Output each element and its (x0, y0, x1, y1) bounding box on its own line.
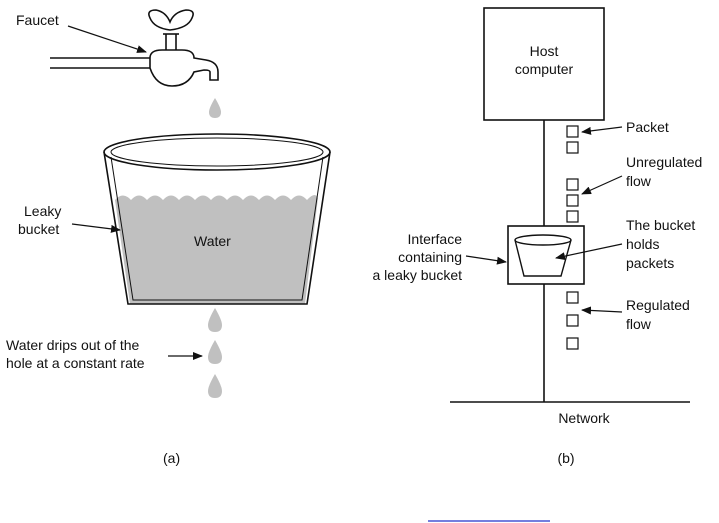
interface-arrow (466, 256, 506, 262)
bucket-label-line2: bucket (18, 221, 59, 237)
regulated-label-line2: flow (626, 316, 652, 332)
packet (567, 126, 578, 137)
packet (567, 315, 578, 326)
bucket-holds-line2: holds (626, 236, 659, 252)
caption-b: (b) (557, 450, 574, 466)
packet (567, 195, 578, 206)
unregulated-label-line1: Unregulated (626, 154, 702, 170)
packet-arrow (582, 127, 622, 132)
unregulated-arrow (582, 176, 622, 194)
interface-label-line1: Interface (408, 231, 463, 247)
interface-label-line2: containing (398, 249, 462, 265)
faucet-arrow (68, 26, 146, 52)
drip-label-line2: hole at a constant rate (6, 355, 145, 371)
interface-label-line3: a leaky bucket (373, 267, 463, 283)
unregulated-label-line2: flow (626, 173, 652, 189)
drip-label-line1: Water drips out of the (6, 337, 140, 353)
bucket-holds-line1: The bucket (626, 217, 695, 233)
water-fill (115, 195, 318, 304)
packet (567, 142, 578, 153)
panel-b: Host computer Network Packet U (373, 8, 703, 466)
water-drop-falling (209, 98, 221, 118)
packet (567, 211, 578, 222)
bucket-label-line1: Leaky (24, 203, 61, 219)
host-label-line2: computer (515, 61, 574, 77)
panel-a: Faucet Leaky bucket Water Water drips ou… (6, 10, 330, 466)
packet-label: Packet (626, 119, 669, 135)
packet (567, 338, 578, 349)
bucket-arrow (72, 224, 120, 230)
packet (567, 179, 578, 190)
host-label-line1: Host (530, 43, 559, 59)
regulated-arrow (582, 310, 622, 312)
water-label: Water (194, 233, 231, 249)
caption-a: (a) (163, 450, 180, 466)
packet (567, 292, 578, 303)
regulated-label-line1: Regulated (626, 297, 690, 313)
network-label: Network (558, 410, 610, 426)
dripping-drops (208, 308, 222, 398)
faucet-label: Faucet (16, 12, 59, 28)
bucket-holds-line3: packets (626, 255, 674, 271)
